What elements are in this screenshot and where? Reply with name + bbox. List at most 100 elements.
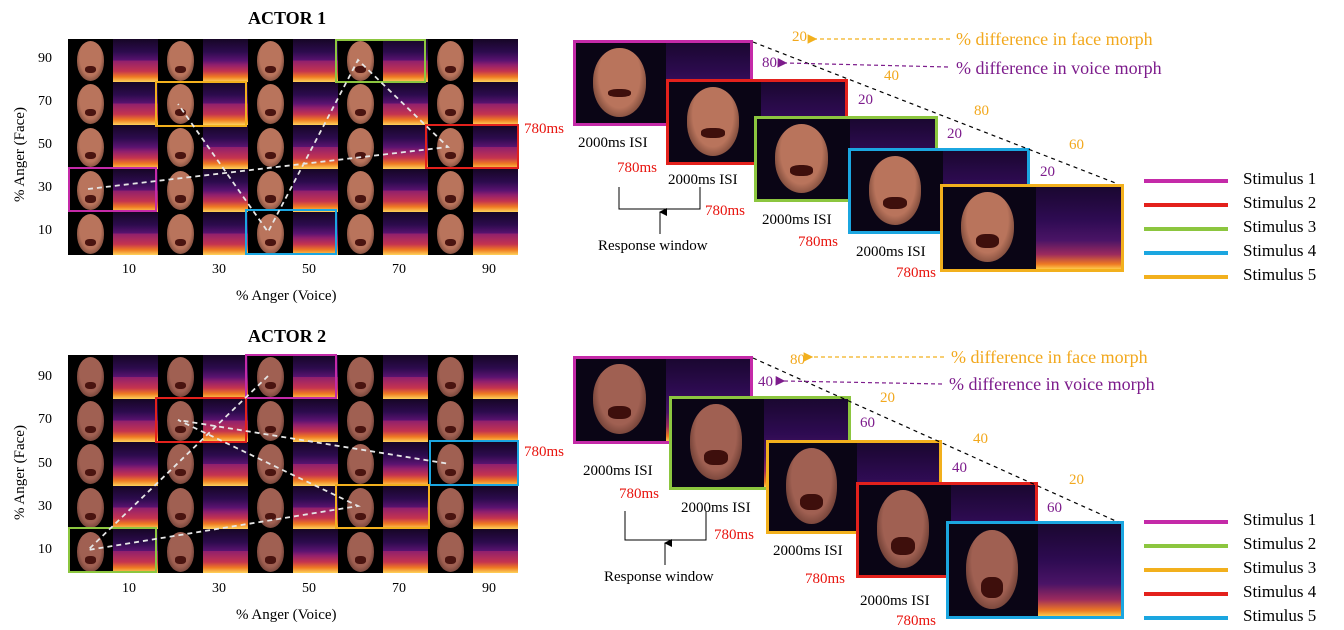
actor2-xtick: 10 — [122, 581, 136, 596]
face-image-icon — [77, 444, 104, 485]
face-image-icon — [689, 404, 743, 480]
spectrogram-thumbnail — [383, 125, 428, 169]
spectrogram-thumbnail — [203, 125, 248, 169]
spectrogram-image — [1035, 187, 1121, 269]
face-image-icon — [786, 448, 837, 524]
spectrogram-thumbnail — [113, 168, 158, 212]
face-thumbnail — [158, 529, 203, 573]
actor1-voice-diff: 20 — [1040, 164, 1055, 180]
face-thumbnail — [428, 125, 473, 168]
actor2-xtick: 30 — [212, 581, 226, 596]
face-image-icon — [347, 170, 374, 211]
face-thumbnail — [68, 125, 113, 168]
legend-swatch — [1144, 592, 1228, 596]
face-image-icon — [257, 357, 284, 398]
spectrogram-thumbnail — [473, 125, 518, 169]
spectrogram-thumbnail — [293, 82, 338, 126]
face-thumbnail — [158, 82, 203, 125]
face-image-icon — [167, 531, 194, 572]
face-image-icon — [257, 487, 284, 529]
face-thumbnail — [428, 82, 473, 125]
actor2-xtick: 90 — [482, 581, 496, 596]
actor2-isi: 2000ms ISI — [583, 463, 653, 479]
face-image-icon — [868, 155, 922, 225]
actor2-face-diff: 20 — [880, 390, 895, 406]
actor1-isi: 2000ms ISI — [762, 212, 832, 228]
face-thumbnail — [428, 442, 473, 486]
actor1-stim-duration: 780ms — [524, 121, 565, 137]
face-thumbnail — [338, 399, 383, 443]
actor1-isi: 2000ms ISI — [668, 172, 738, 188]
actor2-stim-duration: 780ms — [714, 527, 755, 543]
face-thumbnail — [248, 82, 293, 125]
face-image-icon — [774, 123, 829, 193]
spectrogram-thumbnail — [473, 211, 518, 255]
spectrogram-thumbnail — [113, 211, 158, 255]
actor1-voice-diff: 20 — [858, 92, 873, 108]
face-thumbnail — [158, 169, 203, 212]
face-thumbnail — [428, 529, 473, 573]
spectrogram-thumbnail — [113, 39, 158, 83]
face-thumbnail — [248, 442, 293, 486]
legend-swatch — [1144, 275, 1228, 279]
face-image-icon — [437, 170, 464, 211]
spectrogram-thumbnail — [293, 125, 338, 169]
face-thumbnail — [158, 442, 203, 486]
face-thumbnail — [338, 82, 383, 125]
face-image-icon — [167, 127, 194, 168]
face-thumbnail — [338, 212, 383, 255]
spectrogram-thumbnail — [473, 355, 518, 399]
face-thumbnail — [158, 399, 203, 443]
spectrogram-thumbnail — [383, 442, 428, 486]
face-thumbnail — [338, 125, 383, 168]
face-thumbnail — [338, 39, 383, 82]
spectrogram-thumbnail — [293, 398, 338, 443]
actor2-stim-duration: 780ms — [524, 444, 565, 460]
actor2-stim-duration: 780ms — [896, 613, 937, 629]
face-thumbnail — [248, 125, 293, 168]
face-image-icon — [593, 363, 646, 435]
face-image-icon — [686, 86, 740, 156]
actor2-x-axis-label: % Anger (Voice) — [236, 607, 337, 623]
actor1-stimulus-5-card — [940, 184, 1124, 272]
spectrogram-thumbnail — [203, 39, 248, 83]
actor2-face-diff: 40 — [973, 431, 988, 447]
face-image-icon — [437, 213, 464, 254]
actor1-title: ACTOR 1 — [248, 8, 327, 28]
face-thumbnail — [248, 529, 293, 573]
spectrogram-thumbnail — [293, 355, 338, 399]
spectrogram-thumbnail — [383, 485, 428, 530]
face-image-icon — [257, 531, 284, 572]
spectrogram-thumbnail — [383, 168, 428, 212]
actor1-xtick: 70 — [392, 262, 406, 277]
spectrogram-thumbnail — [473, 442, 518, 486]
face-image-icon — [257, 400, 284, 441]
face-thumbnail — [68, 39, 113, 82]
actor1-x-axis-label: % Anger (Voice) — [236, 288, 337, 304]
face-image-icon — [77, 170, 104, 211]
actor1-face-morph-label: % difference in face morph — [956, 29, 1153, 49]
face-image-icon — [347, 41, 374, 81]
actor1-response-bracket — [618, 187, 701, 210]
actor1-ytick: 10 — [38, 223, 52, 238]
spectrogram-thumbnail — [383, 398, 428, 443]
face-image-icon — [347, 357, 374, 398]
face-thumbnail — [248, 399, 293, 443]
actor1-face-diff: 20 — [792, 29, 807, 45]
face-thumbnail — [428, 212, 473, 255]
spectrogram-thumbnail — [293, 529, 338, 573]
legend-swatch — [1144, 568, 1228, 572]
actor1-response-window-label: Response window — [598, 238, 708, 254]
spectrogram-thumbnail — [293, 485, 338, 530]
face-image-icon — [966, 529, 1018, 609]
actor2-title: ACTOR 2 — [248, 326, 327, 346]
face-thumbnail — [158, 212, 203, 255]
face-thumbnail — [248, 355, 293, 399]
face-image-icon — [257, 41, 284, 81]
face-thumbnail — [68, 169, 113, 212]
spectrogram-thumbnail — [473, 529, 518, 573]
spectrogram-thumbnail — [293, 168, 338, 212]
spectrogram-thumbnail — [473, 398, 518, 443]
face-image-icon — [347, 531, 374, 572]
face-image-icon — [437, 487, 464, 529]
